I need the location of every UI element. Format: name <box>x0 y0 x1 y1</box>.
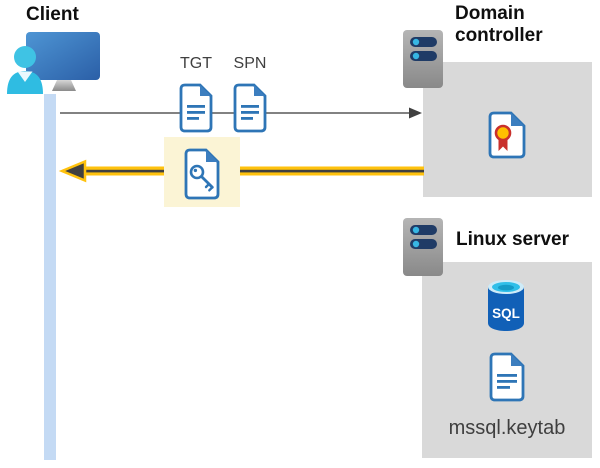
user-workstation-icon <box>7 32 100 94</box>
monitor-icon <box>26 32 100 80</box>
keytab-document-icon <box>489 352 525 402</box>
key-glyph <box>189 164 214 192</box>
client-lifeline <box>44 94 56 460</box>
sql-database-icon: SQL <box>488 280 524 331</box>
server-icon <box>403 218 443 276</box>
server-icon <box>403 30 443 88</box>
certificate-icon <box>488 111 526 159</box>
tgt-document-icon <box>179 83 213 133</box>
sql-badge-text: SQL <box>492 306 520 321</box>
linux-server-title: Linux server <box>456 229 569 250</box>
spn-document-icon <box>233 83 267 133</box>
arrowhead-left <box>58 159 87 183</box>
keytab-filename-label: mssql.keytab <box>448 417 566 439</box>
client-title: Client <box>26 4 79 25</box>
tgt-label: TGT <box>180 55 212 72</box>
key-document-icon <box>184 148 220 200</box>
arrowhead-right <box>409 107 422 119</box>
spn-label: SPN <box>233 55 267 72</box>
response-arrow-left <box>58 159 424 183</box>
monitor-stand <box>52 80 76 91</box>
domain-controller-title: Domain controller <box>455 3 543 46</box>
person-icon <box>7 46 43 94</box>
